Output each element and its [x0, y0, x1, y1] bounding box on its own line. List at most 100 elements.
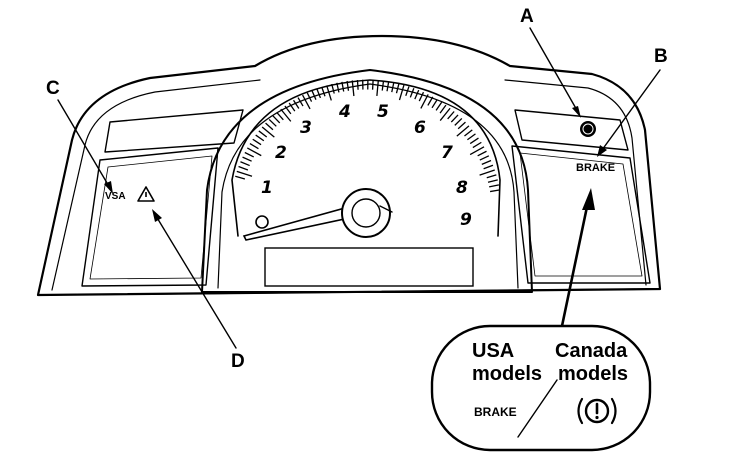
tick-mark [288, 102, 296, 112]
tick-mark [238, 165, 249, 171]
callout-b-arrowhead [597, 145, 607, 157]
tick-mark [371, 79, 374, 90]
tick-mark [477, 150, 487, 157]
tach-number-7: 7 [441, 143, 453, 163]
tick-mark [236, 170, 253, 177]
inset-pointer [560, 188, 595, 328]
callout-c-arrowhead [104, 181, 113, 194]
tick-mark [244, 151, 255, 158]
tick-mark [479, 169, 495, 176]
tick-mark [341, 81, 345, 92]
tick-mark [439, 107, 451, 121]
callout-a-arrowhead [572, 106, 581, 118]
tick-mark [481, 159, 492, 165]
callout-d-arrowhead [152, 209, 162, 222]
model-inset: USA models Canada models BRAKE [430, 324, 652, 452]
tach-number-2: 2 [275, 143, 287, 163]
tick-mark [391, 82, 395, 93]
tick-mark [280, 108, 292, 122]
tick-mark [487, 179, 498, 183]
tick-mark [450, 114, 459, 123]
tick-mark [242, 156, 252, 162]
inset-canada-line2: models [558, 363, 628, 385]
tach-number-4: 4 [338, 102, 351, 122]
tick-mark [376, 80, 379, 96]
tick-mark [255, 134, 265, 142]
tick-mark [489, 189, 501, 193]
tick-mark [276, 111, 284, 121]
cluster-housing [36, 34, 662, 297]
tick-mark [321, 86, 326, 97]
brake-indicator-label: BRAKE [576, 162, 615, 174]
left-panel [81, 109, 244, 287]
tick-mark [464, 129, 473, 137]
tach-number-3: 3 [300, 118, 312, 138]
tick-mark [246, 147, 262, 157]
tick-mark [469, 137, 479, 145]
tick-mark [268, 118, 277, 127]
tick-mark [435, 101, 443, 111]
tick-mark [258, 130, 268, 138]
tick-mark [331, 83, 335, 94]
inset-usa-brake-label: BRAKE [474, 405, 517, 419]
inset-usa-line2: models [472, 363, 542, 385]
tach-number-1: 1 [261, 178, 273, 198]
callout-a: A [520, 6, 581, 118]
tick-mark [297, 97, 304, 107]
inset-usa-line1: USA [472, 340, 514, 362]
tick-mark [472, 141, 482, 149]
tick-mark [381, 80, 385, 91]
brake-warning-icon [577, 397, 617, 425]
tick-mark [398, 84, 405, 101]
callout-c: C [46, 78, 113, 194]
warning-triangle-icon [137, 186, 155, 202]
inset-canada-line1: Canada [555, 340, 628, 362]
tick-mark [292, 99, 300, 109]
tick-mark [405, 86, 410, 97]
tick-mark [235, 175, 246, 180]
needle-hub [341, 188, 391, 238]
tach-number-8: 8 [456, 178, 468, 198]
callout-d-letter: D [231, 351, 245, 372]
inset-pointer-arrowhead [582, 188, 595, 210]
vsa-indicator-label: VSA [105, 191, 126, 202]
tick-mark [386, 81, 390, 92]
tick-mark [483, 164, 494, 170]
tick-mark [447, 111, 455, 120]
tick-mark [469, 146, 485, 156]
tick-mark [431, 99, 438, 109]
right-panel [511, 109, 651, 284]
tick-mark [457, 121, 466, 130]
tick-mark [261, 126, 275, 138]
tach-number-9: 9 [460, 210, 472, 230]
tick-mark [418, 91, 425, 102]
tick-mark [351, 80, 355, 97]
tachometer: 1 2 3 4 5 6 7 8 9 [201, 69, 533, 293]
tick-mark [240, 161, 250, 167]
needle-rest-stop [255, 215, 269, 229]
tick-mark [316, 88, 322, 99]
callout-d: D [152, 209, 245, 372]
tick-mark [284, 105, 292, 115]
tick-mark [356, 79, 359, 90]
tick-mark [265, 122, 274, 131]
tach-number-6: 6 [414, 118, 426, 138]
tick-mark [409, 88, 415, 98]
tach-number-5: 5 [377, 102, 389, 122]
tick-mark [252, 138, 262, 146]
callout-b: B [597, 46, 668, 157]
callout-a-letter: A [520, 6, 534, 27]
parking-brake-icon [580, 121, 596, 137]
tick-mark [467, 133, 476, 141]
tick-mark [249, 143, 259, 150]
tick-mark [306, 92, 313, 102]
tick-mark [346, 80, 350, 91]
tick-mark [489, 184, 500, 188]
tick-mark [326, 85, 332, 101]
callout-c-letter: C [46, 78, 60, 99]
tick-mark [479, 155, 490, 161]
tick-mark [301, 94, 311, 110]
tick-mark [272, 115, 281, 124]
tick-mark [414, 89, 420, 100]
